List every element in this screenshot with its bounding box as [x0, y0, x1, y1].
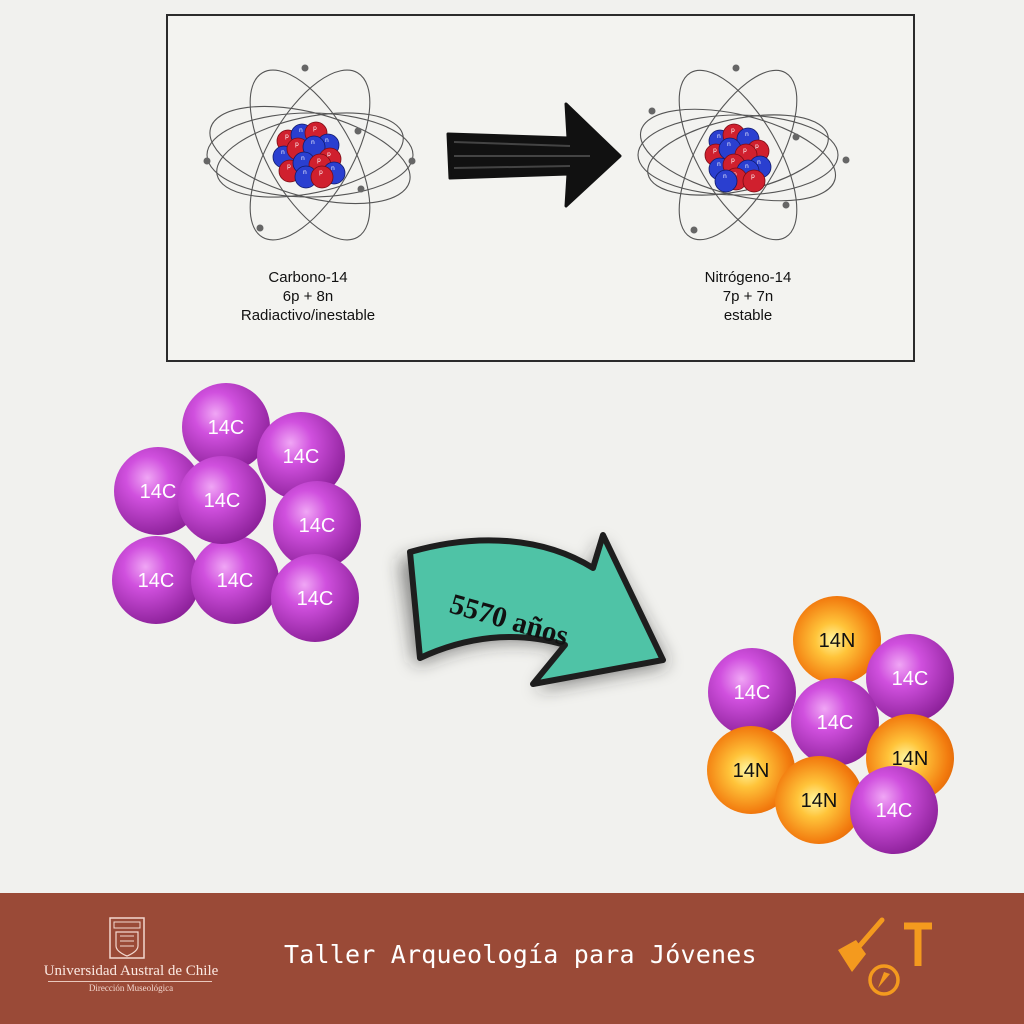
- nucleon-letter: n: [727, 141, 731, 148]
- ball-label: 14N: [733, 760, 770, 782]
- nitrogen-property: estable: [723, 307, 773, 324]
- initial-carbon-group: 14C 14C 14C 14C 14C 14C 14C 14C: [112, 383, 361, 642]
- nucleon-letter: p: [319, 169, 323, 176]
- carbon-14-ball: [112, 536, 200, 624]
- carbon-14-ball: [273, 481, 361, 569]
- carbon-14-ball: [178, 456, 266, 544]
- ball-label: 14N: [801, 790, 838, 812]
- nitrogen-name: Nitrógeno-14: [704, 269, 792, 286]
- nucleon-letter: p: [731, 157, 735, 164]
- carbon-14-ball: [708, 648, 796, 736]
- workshop-logo-icon: [838, 917, 932, 996]
- ball-label: 14N: [892, 748, 929, 770]
- nucleon-letter: n: [303, 169, 307, 176]
- neutron: [714, 169, 738, 193]
- ball-label: 14C: [297, 588, 334, 610]
- nucleon-letter: n: [717, 161, 721, 168]
- university-crest: [109, 917, 145, 959]
- carbon-14-ball: [791, 678, 879, 766]
- university-department: Dirección Museológica: [88, 983, 174, 993]
- ball-label: 14C: [140, 481, 177, 503]
- university-name: Universidad Austral de Chile: [43, 963, 219, 979]
- nucleon-letter: p: [287, 163, 291, 170]
- nucleon-letter: n: [331, 165, 335, 172]
- nitrogen-14-ball: [775, 756, 863, 844]
- atom-comparison-panel: [166, 14, 915, 362]
- proton: [310, 165, 334, 189]
- ball-label: 14C: [217, 570, 254, 592]
- time-arrow: [400, 532, 668, 690]
- university-rule: [48, 981, 212, 982]
- decay-arrow-black: [446, 102, 622, 208]
- nucleon-letter: p: [731, 127, 735, 134]
- carbon-composition: 6p + 8n: [282, 288, 334, 305]
- nucleon-letter: p: [317, 157, 321, 164]
- nucleon-letter: p: [285, 133, 289, 140]
- ball-label: 14C: [892, 668, 929, 690]
- nucleon-letter: p: [743, 147, 747, 154]
- ball-label: 14N: [819, 630, 856, 652]
- nucleon-letter: p: [713, 147, 717, 154]
- nitrogen-composition: 7p + 7n: [722, 288, 774, 305]
- nucleon-letter: n: [299, 127, 303, 134]
- carbon-14-ball: [257, 412, 345, 500]
- carbon-name: Carbono-14: [268, 269, 348, 286]
- nitrogen-14-ball: [707, 726, 795, 814]
- nucleon-letter: n: [757, 159, 761, 166]
- nucleon-letter: n: [717, 133, 721, 140]
- carbon-14-ball: [866, 634, 954, 722]
- ball-label: 14C: [817, 712, 854, 734]
- nucleon-letter: n: [281, 149, 285, 156]
- nucleon-letter: p: [295, 141, 299, 148]
- nucleon-letter: p: [327, 151, 331, 158]
- nucleon-letter: n: [745, 163, 749, 170]
- carbon-14-ball: [182, 383, 270, 471]
- carbon-property: Radiactivo/inestable: [240, 307, 376, 324]
- ball-label: 14C: [208, 417, 245, 439]
- carbon-14-ball: [850, 766, 938, 854]
- ball-label: 14C: [204, 490, 241, 512]
- nucleon-letter: n: [325, 137, 329, 144]
- carbon-14-ball: [191, 536, 279, 624]
- carbon-14-ball: [271, 554, 359, 642]
- nitrogen-14-ball: [793, 596, 881, 684]
- ball-label: 14C: [734, 682, 771, 704]
- ball-label: 14C: [876, 800, 913, 822]
- nucleon-letter: n: [723, 173, 727, 180]
- nucleon-letter: n: [311, 139, 315, 146]
- final-mixed-group: 14N 14C 14C 14C 14N 14N 14N 14C: [707, 596, 954, 854]
- ball-label: 14C: [299, 515, 336, 537]
- nucleon-letter: p: [751, 173, 755, 180]
- nucleon-letter: n: [745, 131, 749, 138]
- nucleon-letter: p: [755, 143, 759, 150]
- nitrogen-atom-illustration: npnppnpnnpnppn: [637, 64, 850, 241]
- workshop-title: Taller Arqueología para Jóvenes: [284, 940, 757, 969]
- proton: [742, 169, 766, 193]
- ball-label: 14C: [283, 446, 320, 468]
- carbon-caption: Carbono-14 6p + 8n Radiactivo/inestable: [208, 268, 408, 325]
- nucleon-letter: n: [301, 155, 305, 162]
- nitrogen-caption: Nitrógeno-14 7p + 7n estable: [648, 268, 848, 325]
- nucleon-letter: p: [313, 125, 317, 132]
- ball-label: 14C: [138, 570, 175, 592]
